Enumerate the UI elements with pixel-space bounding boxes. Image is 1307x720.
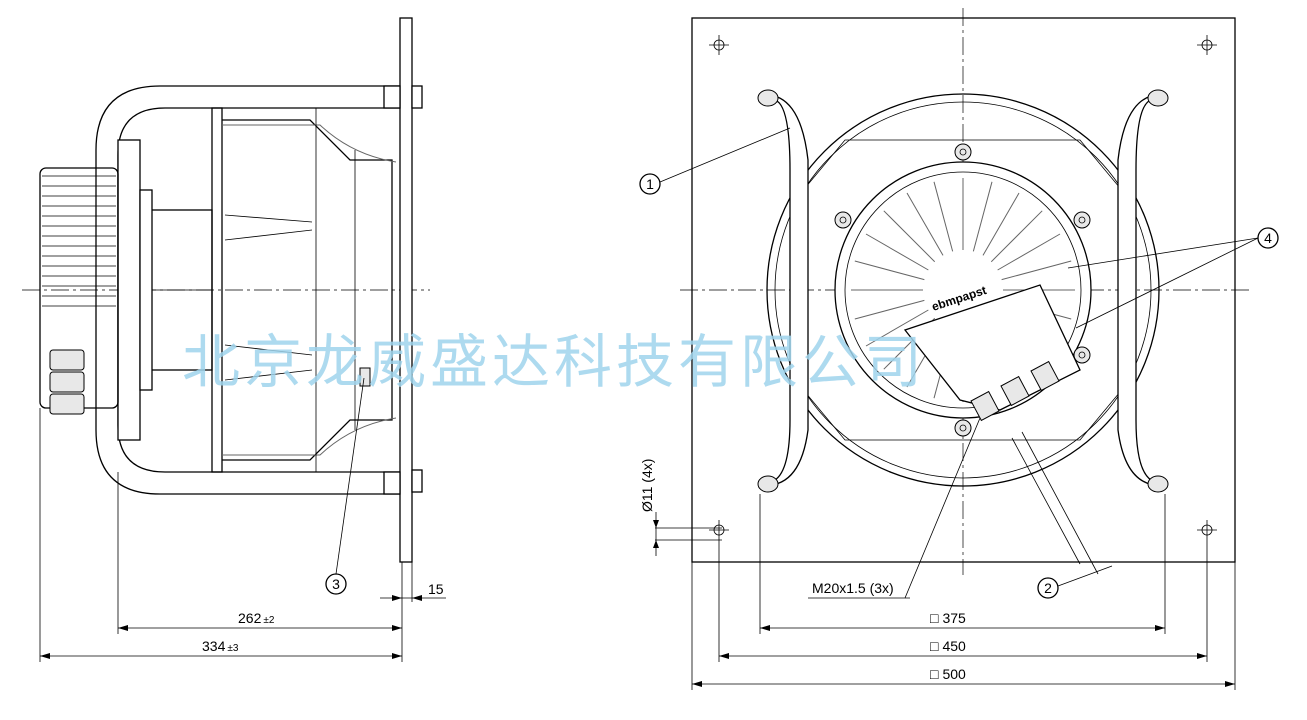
gland-2	[1000, 375, 1030, 407]
mounting-plate	[399, 17, 413, 563]
motor-rib	[906, 192, 944, 256]
cable-gland-2	[49, 371, 85, 393]
motor-housing-inner	[844, 171, 1082, 409]
motor-screw	[1073, 346, 1091, 364]
inlet-ring-inner	[774, 101, 1152, 479]
dim-500-label: □500	[930, 666, 966, 682]
inlet-ring-outer	[766, 93, 1160, 487]
dim-375-label: □375	[930, 610, 966, 626]
dim-262-label: 262±2	[238, 610, 275, 626]
motor-rib	[982, 192, 1020, 256]
handle-left-top-cap	[757, 89, 779, 107]
handle-left-bottom-cap	[757, 475, 779, 493]
motor-screw	[954, 419, 972, 437]
thread-label: M20x1.5 (3x)	[812, 580, 894, 596]
motor-rib	[865, 309, 929, 347]
gland-1	[970, 390, 1000, 422]
frame-clamp-bottom	[383, 471, 401, 495]
section-dim	[1057, 565, 1113, 587]
item-3-part	[359, 367, 371, 387]
cable-gland-1	[49, 349, 85, 371]
balloon-4	[1257, 227, 1279, 249]
dim-450-label: □450	[930, 638, 966, 654]
impeller-shroud-top	[222, 124, 397, 163]
motor-screw-head	[839, 216, 847, 224]
balloon-3	[325, 573, 347, 595]
motor-rib	[854, 260, 925, 281]
handle-right-bottom-cap	[1147, 475, 1169, 493]
electronics-flange	[117, 139, 141, 441]
cable-gland-3	[49, 393, 85, 415]
gland-3	[1030, 360, 1060, 392]
impeller-outline	[222, 119, 393, 461]
balloon-1-leader	[659, 127, 791, 183]
motor-screw	[834, 211, 852, 229]
motor-rib	[933, 181, 954, 252]
balloon-3-leader	[335, 377, 365, 575]
balloon-1-label: 1	[646, 176, 654, 192]
motor-screws	[834, 143, 1091, 437]
heatsink-fins	[42, 175, 116, 307]
motor-rib	[972, 181, 993, 252]
thread-leader	[904, 417, 981, 599]
section-line-a	[1011, 437, 1081, 565]
balloon-2	[1037, 577, 1059, 599]
side-view: 262±2 334±3 15 3	[22, 17, 446, 662]
hole-dim-arrows	[653, 520, 659, 548]
section-line-b	[1021, 431, 1099, 575]
mounting-holes	[709, 35, 1217, 540]
motor-rib	[865, 233, 929, 271]
motor-screw-head	[959, 148, 967, 156]
motor-rib	[883, 210, 936, 263]
balloon-2-label: 2	[1044, 580, 1052, 596]
motor-screw-head	[959, 424, 967, 432]
balloon-1	[639, 173, 661, 195]
impeller-blades	[224, 214, 313, 381]
hole-label: Ø11 (4x)	[639, 459, 655, 512]
plate-bolt-top	[411, 85, 423, 109]
front-view: ebmpapst 1 4 2 M20x1.5 (3x) Ø11 (4x)	[639, 8, 1279, 690]
impeller-shroud-bottom	[222, 417, 397, 456]
balloon-4-leader-a	[1067, 237, 1259, 269]
handle-right-top-cap	[1147, 89, 1169, 107]
motor-screw	[954, 143, 972, 161]
dim-15-arrows	[392, 595, 422, 601]
frame-clamp-top	[383, 85, 401, 109]
motor-rib	[854, 299, 925, 320]
balloon-3-label: 3	[332, 576, 340, 592]
motor-screw	[1073, 211, 1091, 229]
motor-screw-head	[1078, 216, 1086, 224]
plate-bolt-bottom	[411, 469, 423, 493]
dim-15-label: 15	[428, 581, 444, 597]
tube-frame-outer	[95, 85, 400, 495]
motor-rib	[990, 210, 1043, 263]
flange-ring	[139, 189, 153, 391]
dim-334-label: 334±3	[202, 638, 239, 654]
motor-screw-head	[1078, 351, 1086, 359]
balloon-4-label: 4	[1264, 230, 1272, 246]
watermark: 北京龙威盛达科技有限公司	[182, 328, 926, 396]
balloon-4-leader-b	[1075, 237, 1259, 329]
motor-rib	[997, 233, 1061, 271]
motor-rib	[1001, 260, 1072, 281]
